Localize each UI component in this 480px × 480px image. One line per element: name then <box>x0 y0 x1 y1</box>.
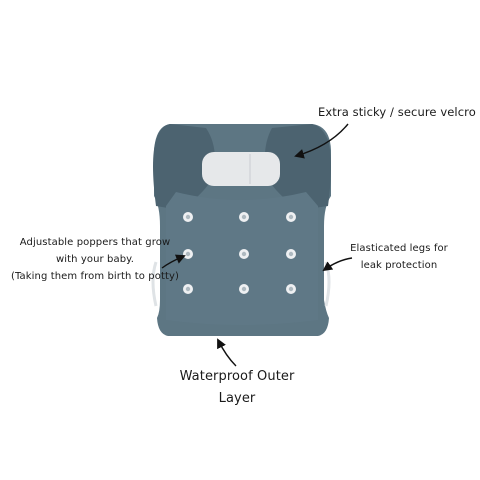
callout-velcro: Extra sticky / secure velcro <box>318 104 476 120</box>
callout-arrows <box>161 123 353 367</box>
arrow-outer <box>217 338 237 367</box>
callout-poppers: Adjustable poppers that grow with your b… <box>8 234 182 285</box>
velcro-tab <box>202 152 280 186</box>
popper-snap-center <box>288 251 294 257</box>
popper-grid <box>183 212 296 294</box>
callout-legs-line-1: Elasticated legs for <box>350 243 448 254</box>
arrow-legs <box>322 257 353 272</box>
popper-snap-center <box>185 214 191 220</box>
callout-poppers-line-2: with your baby. <box>55 254 135 265</box>
popper-snap-center <box>185 286 191 292</box>
callout-legs: Elasticated legs for leak protection <box>326 240 472 274</box>
nappy-back-wing-left <box>153 124 215 210</box>
callout-poppers-line-1: Adjustable poppers that grow <box>19 237 171 248</box>
callout-poppers-line-3: (Taking them from birth to potty) <box>10 271 180 282</box>
callout-legs-line-2: leak protection <box>360 260 438 271</box>
popper-snap-center <box>241 286 247 292</box>
arrow-velcro <box>294 123 349 159</box>
callout-outer-line-1: Waterproof Outer <box>179 369 295 384</box>
nappy-back-wing-right <box>264 124 331 210</box>
callout-outer-line-2: Layer <box>218 391 256 406</box>
popper-snap-center <box>241 251 247 257</box>
nappy <box>151 124 331 336</box>
arrow-poppers <box>161 254 186 269</box>
popper-snap-center <box>288 214 294 220</box>
popper-snap-center <box>185 251 191 257</box>
leg-elastic-left <box>151 261 158 307</box>
callout-outer: Waterproof Outer Layer <box>162 366 312 410</box>
popper-snap-center <box>241 214 247 220</box>
popper-snap-center <box>288 286 294 292</box>
callout-velcro-line-1: Extra sticky / secure velcro <box>318 105 476 119</box>
